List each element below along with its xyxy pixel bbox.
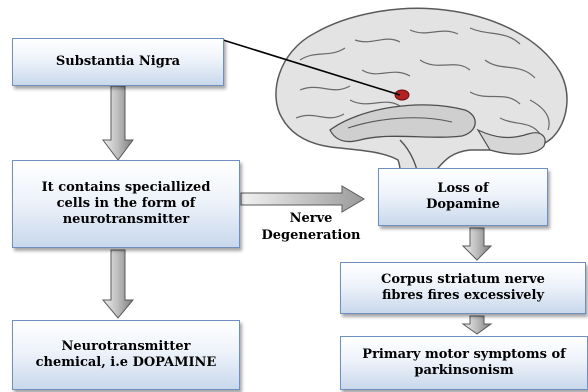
arrow-cells-to-loss <box>241 186 364 212</box>
box-primary-motor-symptoms-label: Primary motor symptoms of parkinsonism <box>345 347 583 379</box>
box-corpus-striatum-label: Corpus striatum nerve fibres fires exces… <box>361 272 565 304</box>
arrow-corpus-to-primary <box>463 316 491 334</box>
box-specialized-cells: It contains speciallized cells in the fo… <box>12 160 240 248</box>
edge-label-nerve-degeneration: Nerve Degeneration <box>256 210 366 244</box>
box-neurotransmitter-label: Neurotransmitter chemical, i.e DOPAMINE <box>33 339 219 371</box>
box-corpus-striatum: Corpus striatum nerve fibres fires exces… <box>340 262 586 314</box>
box-substantia-nigra-label: Substantia Nigra <box>56 54 180 70</box>
box-loss-of-dopamine-label: Loss of Dopamine <box>409 181 517 213</box>
box-primary-motor-symptoms: Primary motor symptoms of parkinsonism <box>340 336 588 390</box>
arrow-loss-to-corpus <box>463 228 491 260</box>
arrow-cells-to-neurotransmitter <box>103 250 133 318</box>
substantia-nigra-marker <box>395 90 409 100</box>
arrow-nigra-to-cells <box>103 86 133 160</box>
box-neurotransmitter: Neurotransmitter chemical, i.e DOPAMINE <box>12 320 240 390</box>
box-loss-of-dopamine: Loss of Dopamine <box>378 168 548 226</box>
box-substantia-nigra: Substantia Nigra <box>12 38 224 86</box>
box-specialized-cells-label: It contains speciallized cells in the fo… <box>23 180 229 228</box>
